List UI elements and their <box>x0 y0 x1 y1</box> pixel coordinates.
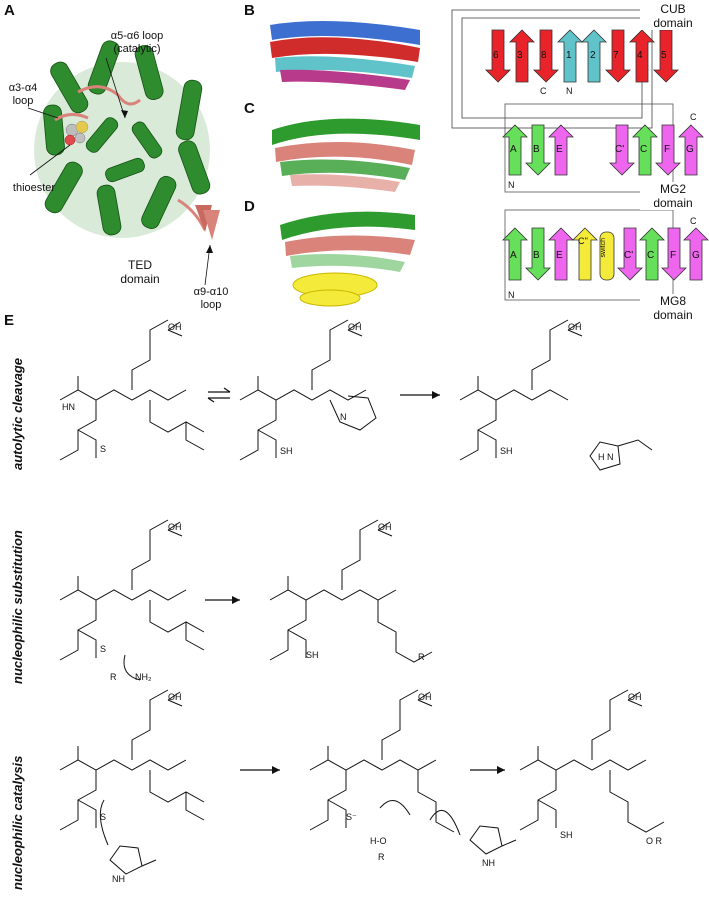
alpha3-alpha4-loop-label: α3-α4 loop <box>2 82 44 108</box>
mg8-domain-structure <box>280 211 415 307</box>
alpha3-alpha4-loop-subtext: loop <box>12 95 34 107</box>
panel-label-d: D <box>244 198 255 215</box>
mg8-domain-subtext: domain <box>653 308 693 322</box>
atom-nh2: NH₂ <box>135 672 152 682</box>
alpha9-alpha10-loop-text: α9-α10 <box>193 286 229 298</box>
mg2-strand: A <box>510 144 517 155</box>
cub-domain-text: CUB <box>660 2 686 16</box>
cub-n-terminus: N <box>566 86 573 96</box>
atom-h-o: H-O <box>370 836 387 846</box>
atom-sh: SH <box>306 650 319 660</box>
mg2-strand: B <box>533 144 540 155</box>
mg8-strand: C <box>647 250 655 261</box>
atom-n: N <box>340 412 347 422</box>
cub-strand: 4 <box>637 50 643 61</box>
cub-strand: 2 <box>590 50 596 61</box>
cub-topology <box>451 9 679 129</box>
atom-oh: OH <box>628 692 642 702</box>
cub-strands <box>485 29 679 83</box>
atom-oh: OH <box>168 692 182 702</box>
atom-s: S <box>100 812 107 822</box>
atom-s: S <box>100 644 107 654</box>
atom-h-n: H N <box>598 452 614 462</box>
atom-r: R <box>418 652 425 662</box>
mg8-n-terminus: N <box>508 290 515 300</box>
atom-hn: HN <box>62 402 75 412</box>
reaction-schemes <box>59 319 665 875</box>
mg8-strand: F <box>670 250 677 261</box>
atom-oh: OH <box>418 692 432 702</box>
reaction-label-catalysis: nucleophilic catalysis <box>10 755 25 890</box>
atom-sh: SH <box>500 446 513 456</box>
ted-domain-structure <box>27 40 220 286</box>
alpha5-alpha6-loop-subtext: (catalytic) <box>113 43 161 55</box>
mg2-strand: F <box>664 144 671 155</box>
mg2-domain-label: MG2 domain <box>640 182 706 210</box>
atom-r: R <box>110 672 117 682</box>
reaction-label-substitution: nucleophilic substitution <box>10 530 25 684</box>
cub-domain-structure <box>270 21 420 90</box>
cub-strand: 3 <box>517 50 523 61</box>
atom-oh: OH <box>168 522 182 532</box>
atom-o-r: O R <box>646 836 663 846</box>
mg2-domain-subtext: domain <box>653 196 693 210</box>
atom-oh: OH <box>568 322 582 332</box>
mg8-domain-label: MG8 domain <box>640 294 706 322</box>
panel-label-e: E <box>4 312 15 329</box>
mg8-strand: G <box>692 250 700 261</box>
cub-strand: 5 <box>661 50 667 61</box>
cub-domain-subtext: domain <box>653 16 693 30</box>
atom-nh: NH <box>112 874 125 884</box>
panel-label-c: C <box>244 100 255 117</box>
alpha9-alpha10-loop-label: α9-α10 loop <box>186 286 236 312</box>
mg2-strand: C' <box>615 144 625 155</box>
atom-s-minus: S⁻ <box>346 812 357 822</box>
panel-label-a: A <box>4 2 15 19</box>
atom-oh: OH <box>348 322 362 332</box>
mg8-strand: C' <box>624 250 634 261</box>
mg8-topology <box>502 209 709 301</box>
mg2-domain-text: MG2 <box>659 182 686 196</box>
ted-domain-label: TED domain <box>110 258 170 286</box>
mg8-c-terminus: C <box>690 216 697 226</box>
mg8-switch: switch <box>600 238 607 258</box>
mg8-strand: B <box>533 250 540 261</box>
mg8-strand: C'' <box>578 236 588 246</box>
atom-oh: OH <box>378 522 392 532</box>
atom-oh: OH <box>168 322 182 332</box>
mg8-strand: E <box>556 250 563 261</box>
panel-label-b: B <box>244 2 255 19</box>
mg2-domain-structure <box>272 118 420 192</box>
mg8-strand: A <box>510 250 517 261</box>
cub-strand: 8 <box>541 50 547 61</box>
mg2-strand: G <box>686 144 694 155</box>
alpha5-alpha6-loop-text: α5-α6 loop <box>110 30 164 42</box>
mg2-n-terminus: N <box>508 180 515 190</box>
mg2-topology <box>502 103 704 193</box>
ted-subtext: domain <box>120 272 160 286</box>
cub-c-terminus: C <box>540 86 547 96</box>
cub-strand: 6 <box>493 50 499 61</box>
alpha3-alpha4-loop-text: α3-α4 <box>8 82 38 94</box>
mg2-c-terminus: C <box>690 112 697 122</box>
mg2-strand: E <box>556 144 563 155</box>
alpha5-alpha6-loop-label: α5-α6 loop (catalytic) <box>92 30 182 56</box>
atom-sh: SH <box>560 830 573 840</box>
alpha9-alpha10-loop-subtext: loop <box>200 299 222 311</box>
mg8-domain-text: MG8 <box>659 294 686 308</box>
cub-domain-label: CUB domain <box>640 2 706 30</box>
ted-text: TED <box>128 258 152 272</box>
atom-sh: SH <box>280 446 293 456</box>
atom-s: S <box>100 444 107 454</box>
cub-strand: 7 <box>613 50 619 61</box>
thioester-label: thioester <box>12 182 56 194</box>
cub-strand: 1 <box>566 50 572 61</box>
atom-r: R <box>378 852 385 862</box>
mg2-strand: C <box>640 144 648 155</box>
atom-nh: NH <box>482 858 495 868</box>
reaction-label-autolytic: autolytic cleavage <box>10 358 25 470</box>
